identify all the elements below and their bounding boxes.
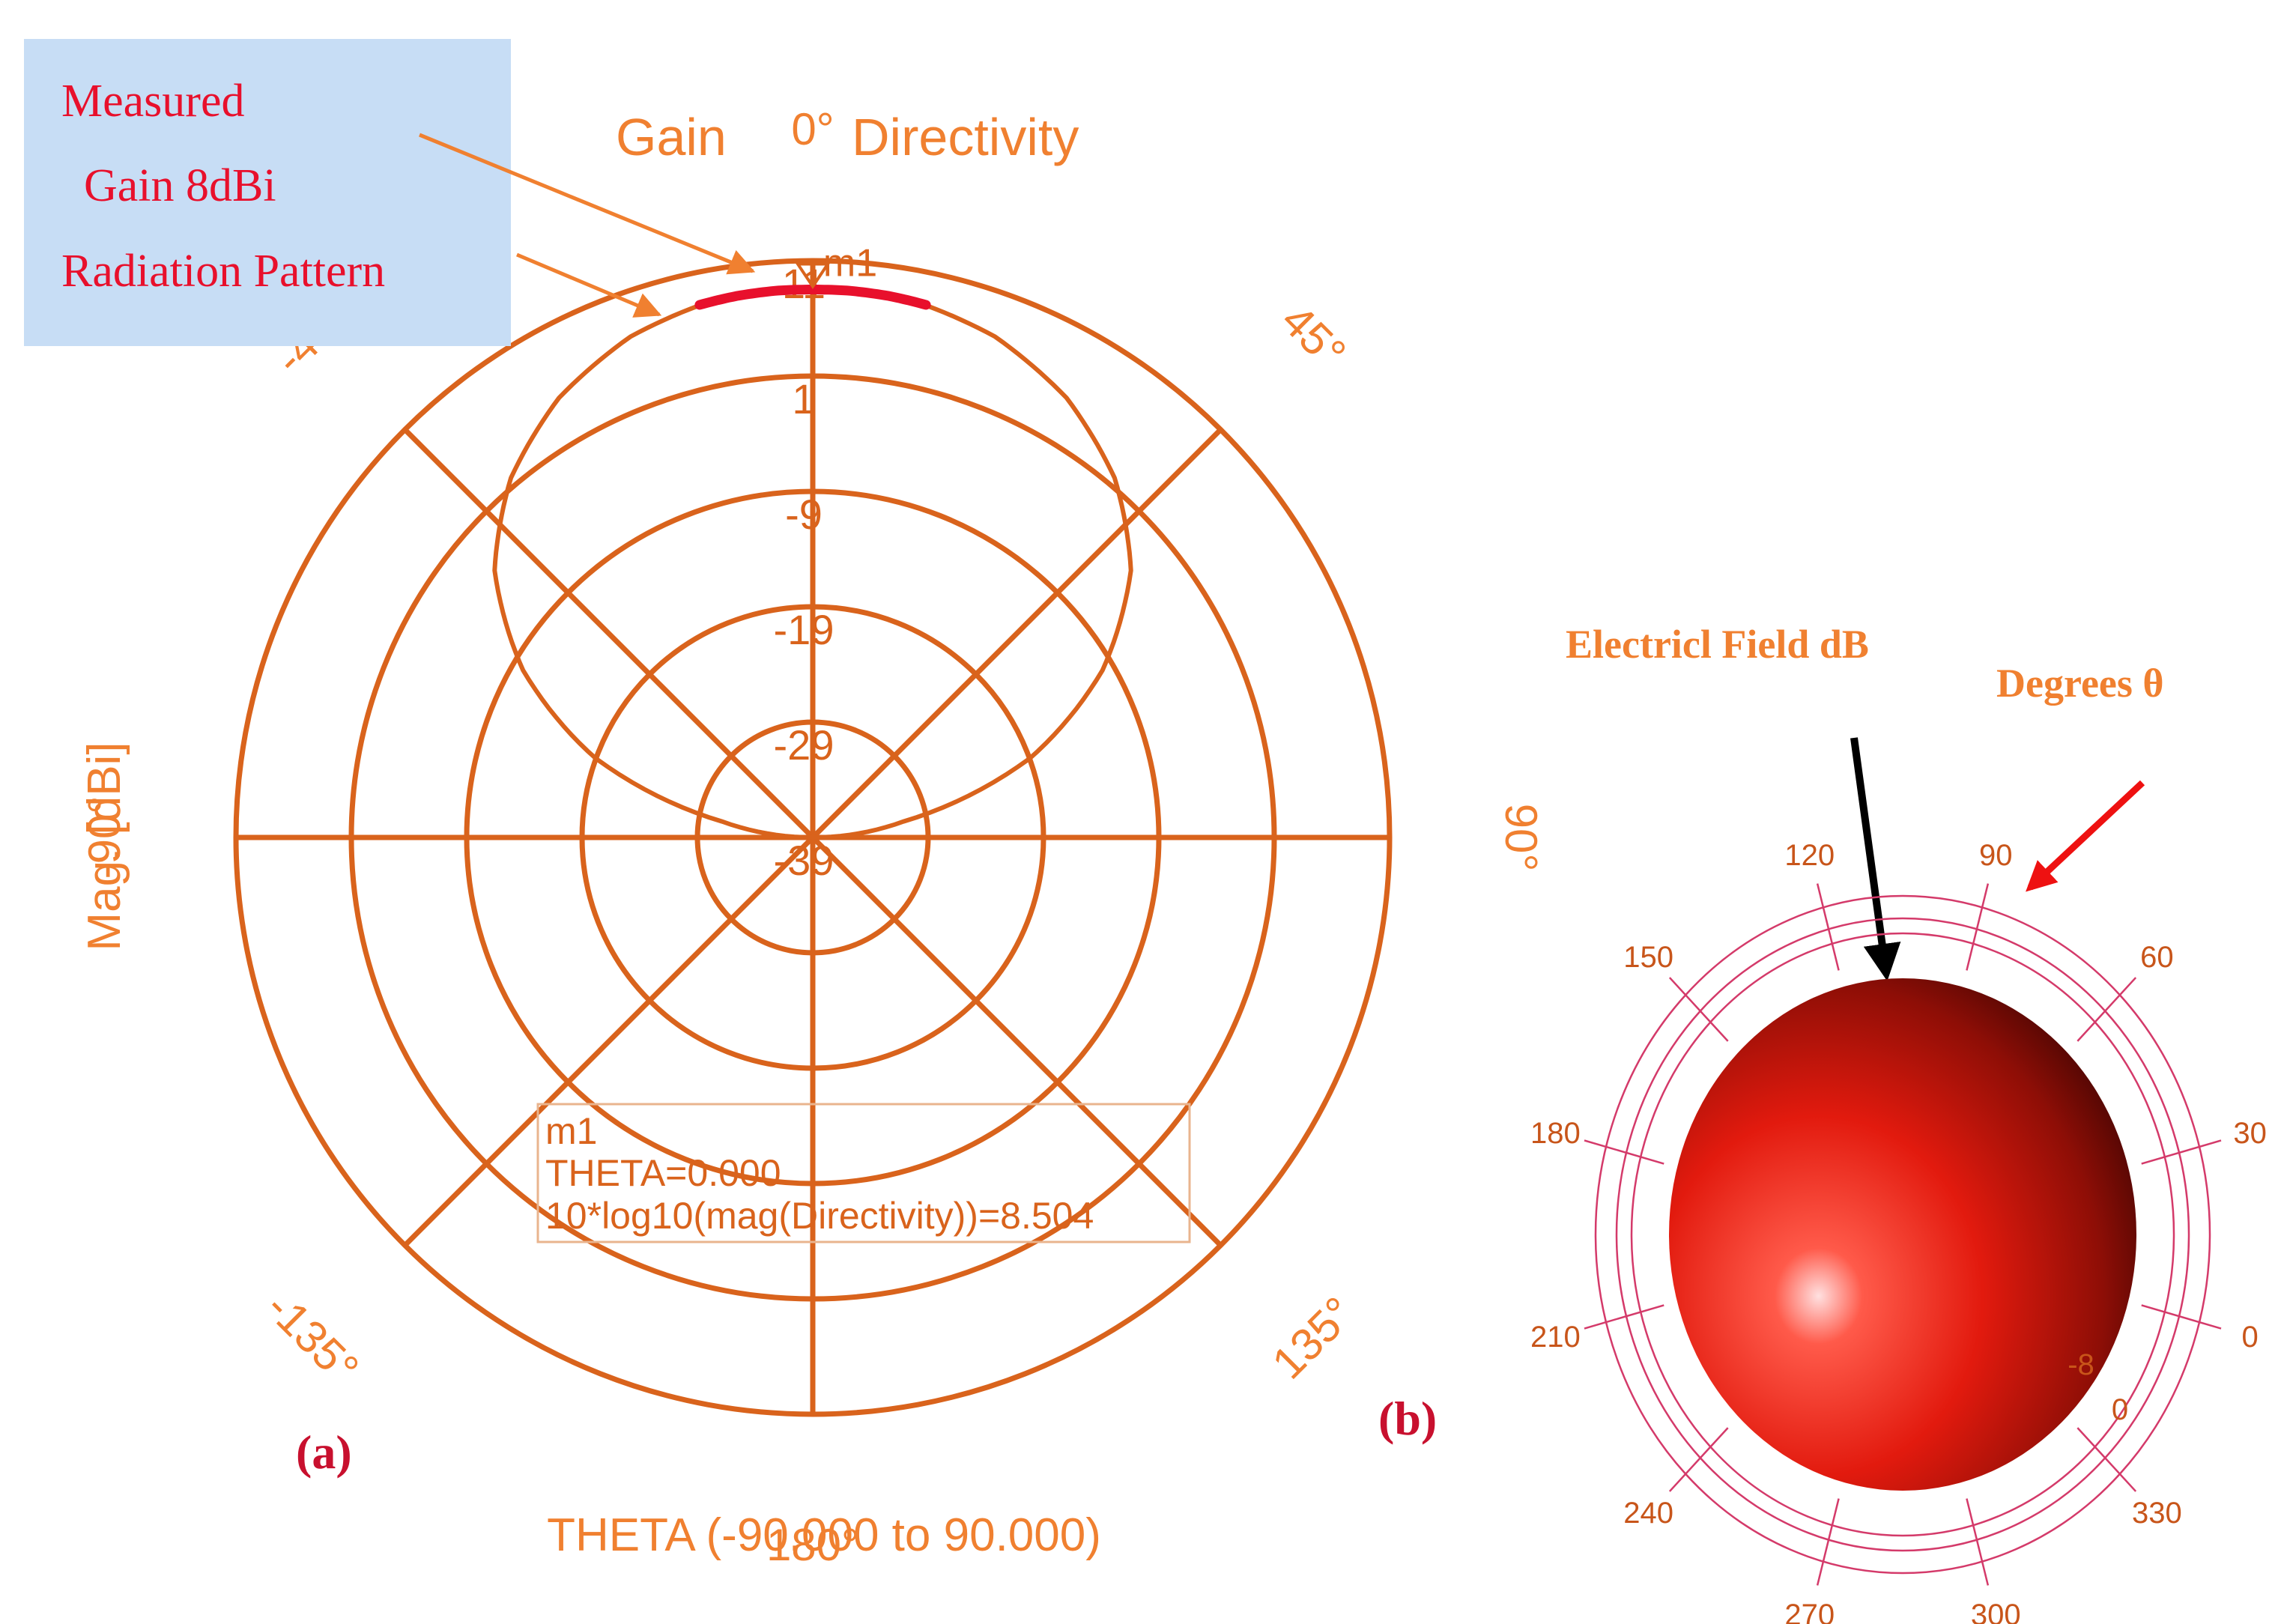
sphere-tick-label-0: 0 — [2242, 1321, 2259, 1354]
callout-box: Measured Gain 8dBi Radiation Pattern — [24, 39, 511, 346]
field-arrow-black — [1850, 737, 1901, 981]
sphere-tick-180 — [1584, 1139, 1664, 1165]
panel-label-b: (b) — [1378, 1392, 1437, 1445]
sphere-tick-label-30: 30 — [2233, 1117, 2267, 1150]
sphere-tick-label-330: 330 — [2132, 1497, 2182, 1530]
sphere-tick-300 — [1966, 1498, 1990, 1586]
radiation-sphere — [1669, 978, 2136, 1491]
angle-label-90: 90° — [1496, 804, 1546, 872]
angle-label-45: 45° — [1272, 295, 1356, 379]
radial-tick-2: 1 — [792, 375, 815, 422]
sphere-tick-270 — [1816, 1498, 1840, 1586]
marker-readout-line-1: m1 — [545, 1110, 597, 1152]
callout-arrow-to-peak — [419, 133, 756, 275]
sphere-tick-label-90: 90 — [1979, 839, 2013, 872]
sphere-ring-outer — [1594, 894, 2211, 1575]
sphere-tick-label-150: 150 — [1623, 941, 1673, 974]
angle-label-0: 0° — [791, 104, 834, 154]
radial-tick-3: -9 — [785, 491, 823, 538]
angle-label-135: 135° — [1262, 1287, 1363, 1388]
sphere-tick-label-120: 120 — [1784, 839, 1835, 872]
callout-line-gain: Gain 8dBi — [84, 160, 276, 211]
angle-label-180: 180° — [766, 1520, 859, 1570]
sphere-tick-240 — [1668, 1427, 1729, 1492]
callout-line-measured: Measured — [61, 76, 244, 127]
polar-series: m1 — [492, 241, 1133, 840]
sphere-tick-label-300: 300 — [1971, 1599, 2021, 1624]
sphere-tick-30 — [2141, 1139, 2222, 1165]
sphere-tick-label-240: 240 — [1623, 1497, 1673, 1530]
sphere-tick-0 — [2141, 1304, 2222, 1330]
sphere-tick-150 — [1668, 977, 1729, 1042]
marker-m1-symbol — [795, 262, 831, 290]
marker-m1-label: m1 — [823, 241, 877, 285]
sphere-radial-tick-2: 0 — [2112, 1393, 2128, 1426]
series-gain — [694, 285, 931, 310]
marker-readout-line-2: THETA=0.000 — [545, 1152, 781, 1194]
sphere-tick-330 — [2076, 1427, 2137, 1492]
callout-arrow-to-pattern — [516, 252, 662, 318]
sphere-tick-label-210: 210 — [1530, 1321, 1581, 1354]
sphere-tick-label-180: 180 — [1530, 1117, 1581, 1150]
sphere-ring-inner — [1630, 932, 2175, 1537]
sphere-pattern-panel-b: Electricl Field dB Degrees θ 0 30 60 90 120 1… — [1530, 622, 2267, 1624]
sphere-angle-ticks: 0 30 60 90 120 150 180 210 240 270 300 330 — [1530, 839, 2267, 1624]
sphere-tick-label-60: 60 — [2140, 941, 2174, 974]
radial-tick-5: -29 — [774, 721, 834, 769]
sphere-tick-label-270: 270 — [1784, 1599, 1835, 1624]
degrees-title: Degrees θ — [1996, 661, 2164, 706]
angle-label--135: -135° — [256, 1282, 368, 1393]
sphere-tick-120 — [1816, 883, 1840, 971]
sphere-tick-210 — [1584, 1304, 1664, 1330]
x-axis-label: THETA (-90.000 to 90.000) — [547, 1509, 1101, 1561]
callout-line-pattern: Radiation Pattern — [61, 246, 385, 297]
sphere-radial-tick-labels: -8 0 — [2068, 1348, 2128, 1426]
sphere-tick-60 — [2076, 977, 2137, 1042]
legend-directivity: Directivity — [852, 108, 1079, 166]
radial-tick-4: -19 — [774, 606, 834, 653]
marker-readout-line-3: 10*log10(mag(Directivity))=8.504 — [545, 1195, 1094, 1237]
marker-readout-box: m1 THETA=0.000 10*log10(mag(Directivity)… — [536, 1103, 1191, 1243]
sphere-radial-tick-1: -8 — [2068, 1348, 2094, 1381]
panel-label-a: (a) — [296, 1425, 352, 1479]
sphere-angle-rings — [1594, 894, 2211, 1575]
angle-label--90: -90° — [79, 796, 130, 879]
radial-tick-1: 11 — [782, 260, 826, 307]
sphere-ring-middle — [1615, 917, 2190, 1552]
field-title: Electricl Field dB — [1566, 622, 1869, 667]
radial-tick-6: -39 — [774, 837, 834, 884]
y-axis-label: Mag. [dBi] — [79, 742, 130, 951]
radial-tick-labels: 111-9-19-29-39 — [774, 260, 834, 884]
sphere-tick-90 — [1966, 883, 1990, 971]
legend-gain: Gain — [616, 108, 727, 166]
degrees-arrow-red — [2026, 780, 2145, 892]
